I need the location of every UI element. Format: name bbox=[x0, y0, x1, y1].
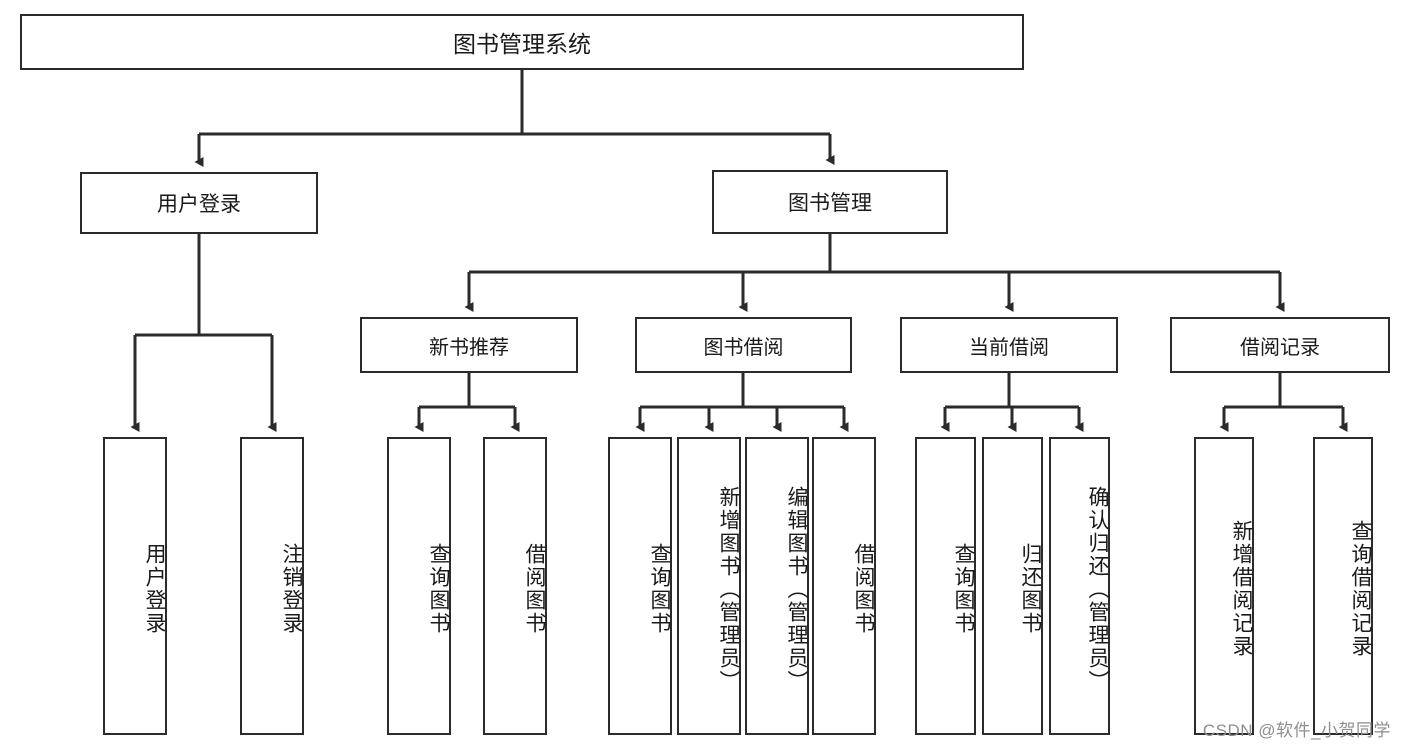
node-current-borrow[interactable]: 当前借阅 bbox=[900, 317, 1118, 373]
leaf-borrow-query-book[interactable]: 查询图书 bbox=[608, 437, 672, 735]
leaf-current-query-book-label: 查询图书 bbox=[952, 543, 975, 635]
node-book-management[interactable]: 图书管理 bbox=[712, 170, 948, 234]
leaf-add-book-admin-label: 新增图书（管理员） bbox=[717, 485, 740, 693]
leaf-add-borrow-record[interactable]: 新增借阅记录 bbox=[1194, 437, 1254, 735]
node-user-login-label: 用户登录 bbox=[157, 193, 241, 216]
node-root[interactable]: 图书管理系统 bbox=[20, 14, 1024, 70]
leaf-logout-login-label: 注销登录 bbox=[280, 543, 303, 635]
watermark: CSDN @软件_小贺同学 bbox=[1202, 721, 1391, 740]
node-borrow-record[interactable]: 借阅记录 bbox=[1170, 317, 1390, 373]
leaf-borrow-query-book-label: 查询图书 bbox=[648, 543, 671, 635]
leaf-newbook-query-book-label: 查询图书 bbox=[427, 543, 450, 635]
node-book-borrow[interactable]: 图书借阅 bbox=[635, 317, 852, 373]
node-user-login[interactable]: 用户登录 bbox=[80, 172, 318, 234]
leaf-borrow-book-label: 借阅图书 bbox=[852, 543, 875, 635]
leaf-borrow-book[interactable]: 借阅图书 bbox=[812, 437, 876, 735]
leaf-newbook-borrow-book[interactable]: 借阅图书 bbox=[483, 437, 547, 735]
node-borrow-record-label: 借阅记录 bbox=[1240, 336, 1320, 359]
leaf-current-query-book[interactable]: 查询图书 bbox=[915, 437, 976, 735]
leaf-edit-book-admin-label: 编辑图书（管理员） bbox=[785, 485, 808, 693]
leaf-edit-book-admin[interactable]: 编辑图书（管理员） bbox=[745, 437, 809, 735]
node-new-book-recommend[interactable]: 新书推荐 bbox=[360, 317, 578, 373]
leaf-user-login-label: 用户登录 bbox=[143, 543, 166, 635]
leaf-query-borrow-record[interactable]: 查询借阅记录 bbox=[1313, 437, 1373, 735]
node-book-management-label: 图书管理 bbox=[788, 192, 872, 215]
leaf-confirm-return-admin-label: 确认归还（管理员） bbox=[1086, 485, 1109, 693]
leaf-return-book-label: 归还图书 bbox=[1019, 543, 1042, 635]
leaf-newbook-borrow-book-label: 借阅图书 bbox=[523, 543, 546, 635]
leaf-newbook-query-book[interactable]: 查询图书 bbox=[387, 437, 451, 735]
leaf-query-borrow-record-label: 查询借阅记录 bbox=[1349, 520, 1372, 658]
leaf-confirm-return-admin[interactable]: 确认归还（管理员） bbox=[1049, 437, 1110, 735]
leaf-logout-login[interactable]: 注销登录 bbox=[240, 437, 304, 735]
leaf-add-book-admin[interactable]: 新增图书（管理员） bbox=[677, 437, 741, 735]
node-root-label: 图书管理系统 bbox=[453, 31, 591, 57]
node-new-book-recommend-label: 新书推荐 bbox=[429, 336, 509, 359]
leaf-user-login[interactable]: 用户登录 bbox=[103, 437, 167, 735]
leaf-return-book[interactable]: 归还图书 bbox=[982, 437, 1043, 735]
node-book-borrow-label: 图书借阅 bbox=[703, 336, 784, 359]
node-current-borrow-label: 当前借阅 bbox=[969, 336, 1049, 359]
leaf-add-borrow-record-label: 新增借阅记录 bbox=[1230, 520, 1253, 658]
